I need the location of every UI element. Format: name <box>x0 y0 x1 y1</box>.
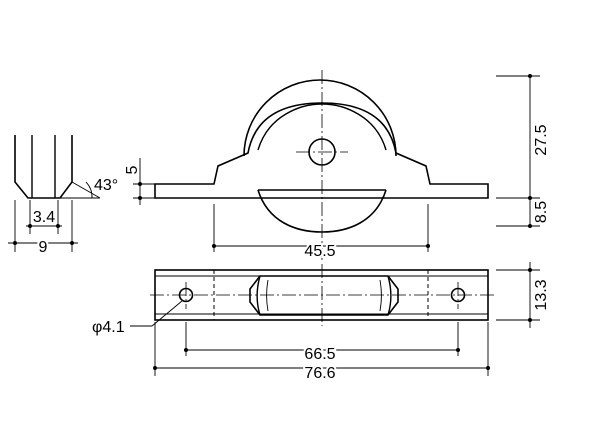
dim-hole-spacing-label: 66.5 <box>304 346 335 363</box>
dim-groove-width: 3.4 <box>26 200 62 234</box>
dim-mount-width: 45.5 <box>212 204 430 262</box>
wheel-front-view <box>154 70 489 260</box>
dim-wheel-height: 27.5 <box>496 74 550 228</box>
dim-plate-height-label: 13.3 <box>533 279 550 310</box>
dim-flange-height-label: 5 <box>124 165 141 174</box>
dim-groove-angle-label: 43° <box>94 177 118 194</box>
dim-base-height-label: 8.5 <box>533 201 550 223</box>
dim-overall-length-label: 76.6 <box>304 365 335 382</box>
dim-flange-height: 5 <box>124 158 158 205</box>
dim-wheel-height-label: 27.5 <box>533 124 550 155</box>
dim-mount-width-label: 45.5 <box>304 243 335 260</box>
dim-hole-spacing: 66.5 <box>184 322 460 365</box>
dim-groove-width-label: 3.4 <box>33 209 55 226</box>
wheel-top-view <box>150 264 495 326</box>
dim-hole-diameter-label: φ4.1 <box>92 319 125 336</box>
dim-hole-diameter: φ4.1 <box>92 300 183 336</box>
dim-base-width: 9 <box>8 200 78 258</box>
groove-profile-view <box>14 135 101 199</box>
dim-overall-length: 76.6 <box>153 322 490 384</box>
dim-plate-height: 13.3 <box>496 262 550 328</box>
dim-base-width-label: 9 <box>39 239 48 256</box>
